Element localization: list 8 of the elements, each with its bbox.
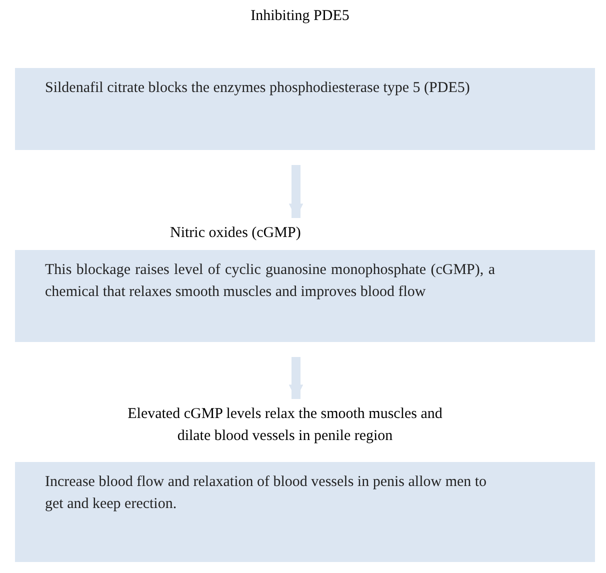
step-description: Sildenafil citrate blocks the enzymes phosphodiesterase type 5 (PDE5) bbox=[45, 79, 471, 98]
down-arrow bbox=[288, 165, 304, 218]
down-arrow bbox=[288, 357, 304, 399]
step-description: This blockage raises level of cyclic guanosine monophosphate (cGMP), a chemical that relaxes smooth muscles and improves blood flow bbox=[45, 261, 495, 302]
step-heading: Inhibiting PDE5 bbox=[250, 7, 350, 26]
step-description: Increase blood flow and relaxation of blood vessels in penis allow men to get and keep erection. bbox=[45, 473, 488, 514]
step-heading: Elevated cGMP levels relax the smooth muscles and dilate blood vessels in penile region bbox=[126, 405, 444, 446]
step-heading: Nitric oxides (cGMP) bbox=[170, 224, 302, 243]
